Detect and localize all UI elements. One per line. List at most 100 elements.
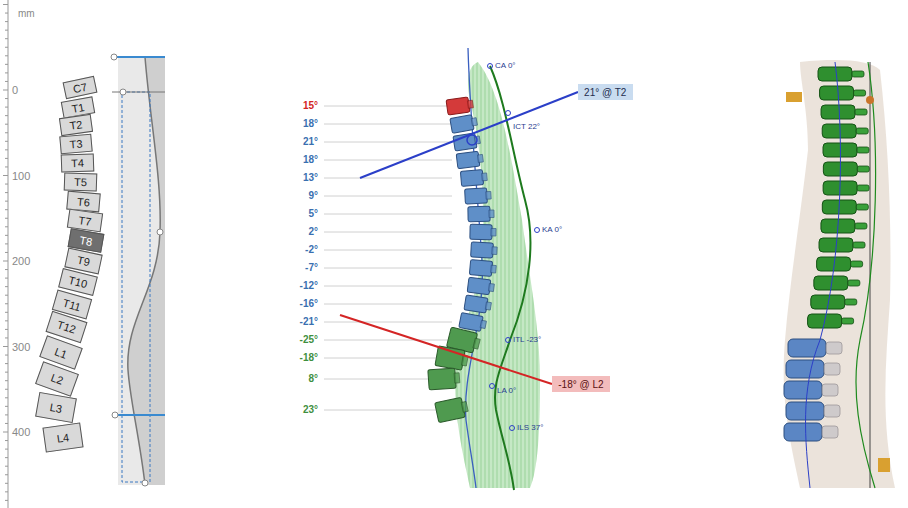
profile-curve	[128, 57, 160, 485]
process-render	[822, 384, 838, 396]
vertebra-label: C7	[72, 80, 88, 95]
vertebra-render	[786, 360, 824, 378]
ruler-label: 300	[12, 342, 30, 353]
point-label: KA 0°	[542, 226, 562, 234]
ruler-label: 100	[12, 171, 30, 182]
ruler-tick	[5, 141, 8, 142]
angle-callout-text: -18° @ L2	[558, 379, 603, 390]
ruler-tick	[5, 72, 8, 73]
ruler-tick	[5, 355, 8, 356]
point-marker	[506, 338, 511, 343]
angle-value: 15°	[303, 101, 318, 111]
point-marker	[506, 111, 511, 116]
ruler-tick	[5, 252, 8, 253]
ruler-tick	[5, 226, 8, 227]
row-line	[324, 232, 452, 233]
vertebra-label: T6	[76, 194, 90, 207]
ruler-tick	[5, 38, 8, 39]
ruler-tick	[3, 4, 8, 5]
ruler-tick	[5, 372, 8, 373]
vertebra-box: T2	[59, 114, 93, 136]
vertebra-label: T8	[79, 233, 94, 247]
process-render	[856, 204, 868, 210]
ruler-label: 0	[12, 85, 18, 96]
vertebra-body	[468, 206, 490, 221]
angle-value: -18°	[300, 353, 318, 363]
point-label: ICT 22°	[513, 123, 540, 131]
vertebra-box: L4	[42, 422, 83, 452]
vertebra-body	[450, 115, 474, 134]
ruler-tick	[3, 175, 8, 176]
ruler-tick	[5, 500, 8, 501]
angle-rows	[324, 106, 452, 410]
vertebra-process	[482, 173, 488, 181]
profile-dot	[120, 89, 126, 95]
ruler-tick	[5, 218, 8, 219]
ruler-tick	[5, 132, 8, 133]
ruler-tick	[5, 115, 8, 116]
torso-render	[784, 60, 895, 488]
ruler-tick	[5, 483, 8, 484]
ruler-tick	[5, 295, 8, 296]
vertebra	[468, 206, 494, 221]
ruler-tick	[5, 21, 8, 22]
angle-value: -21°	[300, 317, 318, 327]
process-render	[851, 261, 863, 267]
level-line	[112, 56, 165, 58]
angle-value: 8°	[308, 374, 318, 384]
vertebra-body	[435, 397, 466, 422]
vertebra	[464, 295, 492, 314]
point-marker	[488, 64, 493, 69]
ruler-tick	[5, 397, 8, 398]
profile-dot	[112, 412, 118, 418]
vertebra-process	[491, 228, 496, 236]
vertebra	[446, 96, 474, 114]
point-label: CA 0°	[495, 62, 516, 70]
vertebra	[459, 313, 487, 333]
process-render	[824, 363, 840, 375]
ruler-tick	[5, 269, 8, 270]
process-render	[852, 71, 864, 77]
vertebra-render	[784, 381, 822, 399]
ruler-tick	[5, 209, 8, 210]
vertebra	[470, 224, 496, 239]
ruler-tick	[3, 261, 8, 262]
vertebra-body	[465, 188, 488, 204]
process-render	[857, 147, 869, 153]
ruler-tick	[5, 363, 8, 364]
process-render	[845, 299, 857, 305]
ruler-tick	[5, 337, 8, 338]
vertebra-label: T1	[71, 100, 86, 114]
vertebra	[469, 260, 496, 277]
scapula-marker	[786, 92, 802, 102]
ruler-tick	[5, 184, 8, 185]
vertebra	[456, 151, 484, 169]
vertebra-label: T11	[62, 296, 83, 313]
ruler-tick	[5, 107, 8, 108]
ruler-tick	[5, 124, 8, 125]
vertebra	[467, 277, 495, 295]
vertebra	[435, 397, 469, 423]
vertebra-body	[467, 277, 491, 295]
row-line	[324, 106, 452, 107]
vertebra-body	[470, 224, 492, 239]
ruler-tick	[5, 312, 8, 313]
vertebra-label: T2	[69, 118, 83, 132]
ruler-tick	[5, 491, 8, 492]
ruler-tick	[5, 235, 8, 236]
angle-value: 5°	[308, 209, 318, 219]
ruler-tick	[5, 406, 8, 407]
row-line	[324, 410, 452, 411]
profile-dot	[157, 229, 163, 235]
vertebra	[460, 169, 487, 186]
vertebra-process	[477, 154, 483, 162]
vertebra-process	[471, 118, 477, 126]
angle-value: 2°	[308, 227, 318, 237]
ruler-tick	[5, 320, 8, 321]
process-render	[855, 223, 867, 229]
vertebra-process	[492, 247, 497, 255]
vertebra-body	[459, 313, 483, 332]
angle-value: 23°	[303, 405, 318, 415]
row-line	[324, 178, 452, 179]
ruler-tick	[5, 55, 8, 56]
